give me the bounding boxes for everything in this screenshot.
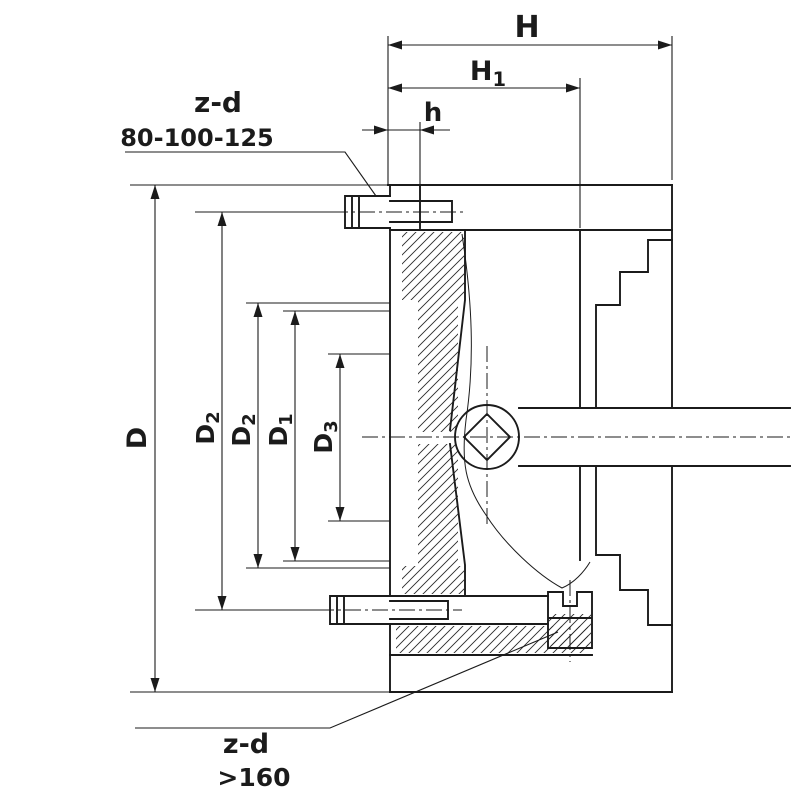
note-top-line1: z-d [194,86,242,119]
dim-H-label: H [514,10,539,45]
dim-D-arrow-top [150,185,160,199]
dim-D1-extension-lines [283,310,390,562]
dim-D2o-label: D2 [191,411,224,444]
dim-H-arrow-right [658,40,672,50]
dim-D3-arrow-top [335,354,345,368]
hatch-upper-flange [402,232,464,300]
dimension-D: D [122,184,390,693]
dim-D3-extension-lines [328,353,390,522]
note-bottom-line2: >160 [217,763,290,792]
dim-D2i-arrow-top [253,303,263,317]
lower-flange-edges [389,595,593,656]
dim-D2o-extension-lines [195,211,345,611]
hatch-lower-plate [418,444,458,566]
dim-D2o-arrow-top [217,212,227,226]
bottom-mounting-bolt [318,595,462,625]
jaw-steps-lower [595,465,673,626]
dim-D1-arrow-top [290,311,300,325]
note-bolts-large-chucks: z-d >160 [135,631,559,792]
dimension-D2-inner: D2 [227,302,390,569]
dim-D-arrow-bottom [150,678,160,692]
note-bottom-leader [135,631,559,729]
dim-h-arrow-right [420,125,434,135]
dim-D2i-base: D [227,426,256,447]
dim-D3-label: D3 [309,420,342,453]
dim-D-label: D [122,427,153,449]
dimension-D3: D3 [309,353,390,522]
dim-H1-label: H1 [470,56,506,91]
hatch-lower-flange [402,566,464,594]
dim-H1-sub: 1 [493,68,507,91]
key-hole-edges [518,407,791,467]
part-outline [387,184,791,693]
dim-H1-arrow-left [388,83,402,93]
dim-D2o-base: D [191,424,220,445]
note-top-line2: 80-100-125 [120,124,274,152]
note-top-leader [125,151,377,197]
note-bolts-small-chucks: z-d 80-100-125 [120,86,377,197]
dim-H-extension-lines [387,36,673,185]
dimension-D2-outer: D2 [191,211,345,611]
dimension-H1: H1 [388,56,581,228]
bore-profile-lower [448,442,466,597]
dimension-h: h [362,98,450,196]
note-bottom-line1: z-d [223,729,269,760]
dim-D1-label: D1 [264,413,297,446]
dim-h-arrow-left [374,125,388,135]
dim-D1-sub: 1 [276,413,297,426]
dim-h-label: h [424,98,443,128]
top-mounting-bolt [332,195,465,229]
dimension-D1: D1 [264,310,390,562]
dim-D2i-label: D2 [227,413,260,446]
dim-H1-base: H [470,56,493,87]
dim-D2o-sub: 2 [203,411,224,424]
dim-D1-arrow-bottom [290,547,300,561]
dim-D3-base: D [309,433,338,454]
dim-H-arrow-left [388,40,402,50]
dimension-H: H [387,10,673,185]
hatch-upper-plate [418,300,458,432]
cast-break-line [461,233,591,589]
dim-D2o-arrow-bottom [217,596,227,610]
dim-D3-arrow-bottom [335,507,345,521]
jaw-steps-upper [595,239,673,409]
rear-mounting-screw [547,580,593,662]
dim-H1-arrow-right [566,83,580,93]
dim-D2i-extension-lines [246,302,390,569]
dim-D2i-arrow-bottom [253,554,263,568]
dim-D2i-sub: 2 [239,413,260,426]
dim-D1-base: D [264,426,293,447]
dim-D3-sub: 3 [321,420,342,433]
section-hatching [396,232,591,653]
